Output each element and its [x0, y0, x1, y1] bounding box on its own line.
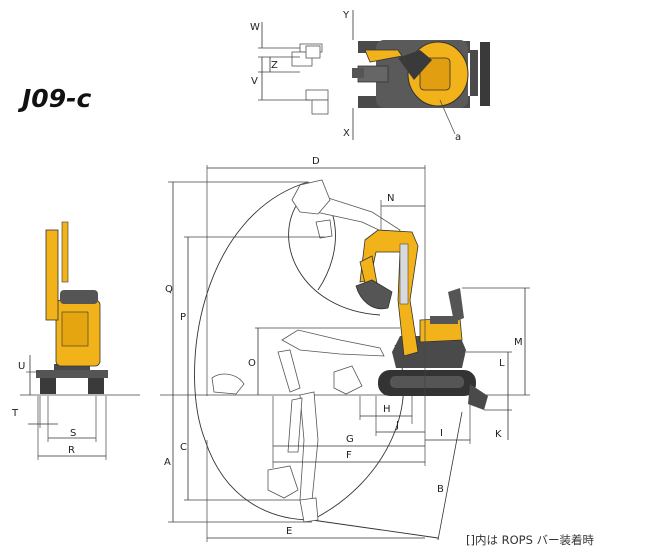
label-z: Z — [271, 60, 278, 71]
label-p: P — [180, 312, 186, 323]
label-a-side: A — [164, 457, 171, 468]
envelope-inner-arc — [288, 199, 381, 316]
ghost-arm-dig — [267, 391, 319, 523]
label-m: M — [514, 337, 523, 348]
label-t: T — [11, 408, 19, 419]
top-view: W V Z Y X a — [250, 10, 490, 143]
label-s: S — [70, 428, 76, 439]
label-q: Q — [165, 284, 173, 295]
dim-b — [437, 411, 463, 541]
label-f: F — [346, 450, 352, 461]
ghost-arm-mid — [211, 329, 385, 395]
ghost-boom-top — [291, 179, 401, 239]
label-u: U — [18, 361, 25, 372]
label-x: X — [343, 128, 350, 139]
label-l: L — [499, 358, 505, 369]
label-w: W — [250, 22, 260, 33]
label-b: B — [437, 484, 444, 495]
leader-a — [439, 99, 456, 135]
label-c: C — [180, 442, 187, 453]
side-view: D N Q P A C O M — [160, 156, 530, 542]
top-bucket-mount — [352, 68, 364, 78]
front-seat — [61, 311, 89, 347]
top-blade-frame — [470, 50, 478, 96]
envelope-reach-line — [311, 519, 439, 539]
label-e: E — [286, 526, 292, 537]
label-d: D — [312, 156, 320, 167]
blade — [468, 384, 488, 410]
front-view: U T S R — [11, 221, 140, 460]
model-name: J09-c — [22, 84, 92, 113]
label-r: R — [68, 445, 75, 456]
label-i: I — [440, 428, 443, 439]
front-boom — [45, 229, 59, 321]
bucket — [355, 279, 393, 310]
top-seat — [419, 57, 451, 91]
top-swing-bucket-lower — [305, 89, 329, 115]
label-h: H — [383, 404, 391, 415]
label-j: J — [395, 420, 399, 431]
seat-back — [448, 288, 464, 322]
front-canopy — [60, 290, 98, 304]
top-boom — [364, 49, 403, 63]
front-cylinder — [61, 221, 69, 283]
top-swing-bucket-upper — [291, 43, 323, 67]
label-a: a — [455, 132, 461, 143]
label-v: V — [251, 76, 258, 87]
excavator — [355, 229, 488, 410]
track-frame — [390, 376, 464, 388]
label-n: N — [387, 193, 394, 204]
label-o: O — [248, 358, 256, 369]
label-k: K — [495, 429, 502, 440]
boom-cylinder — [399, 243, 409, 305]
label-g: G — [346, 434, 354, 445]
seat-cushion — [430, 316, 458, 324]
envelope-outer — [194, 181, 313, 521]
rops-note: []内は ROPS バー装着時 — [466, 533, 595, 547]
top-engine-cover — [398, 50, 432, 80]
top-blade — [480, 42, 490, 106]
front-blade — [36, 370, 108, 378]
label-y: Y — [342, 10, 350, 21]
